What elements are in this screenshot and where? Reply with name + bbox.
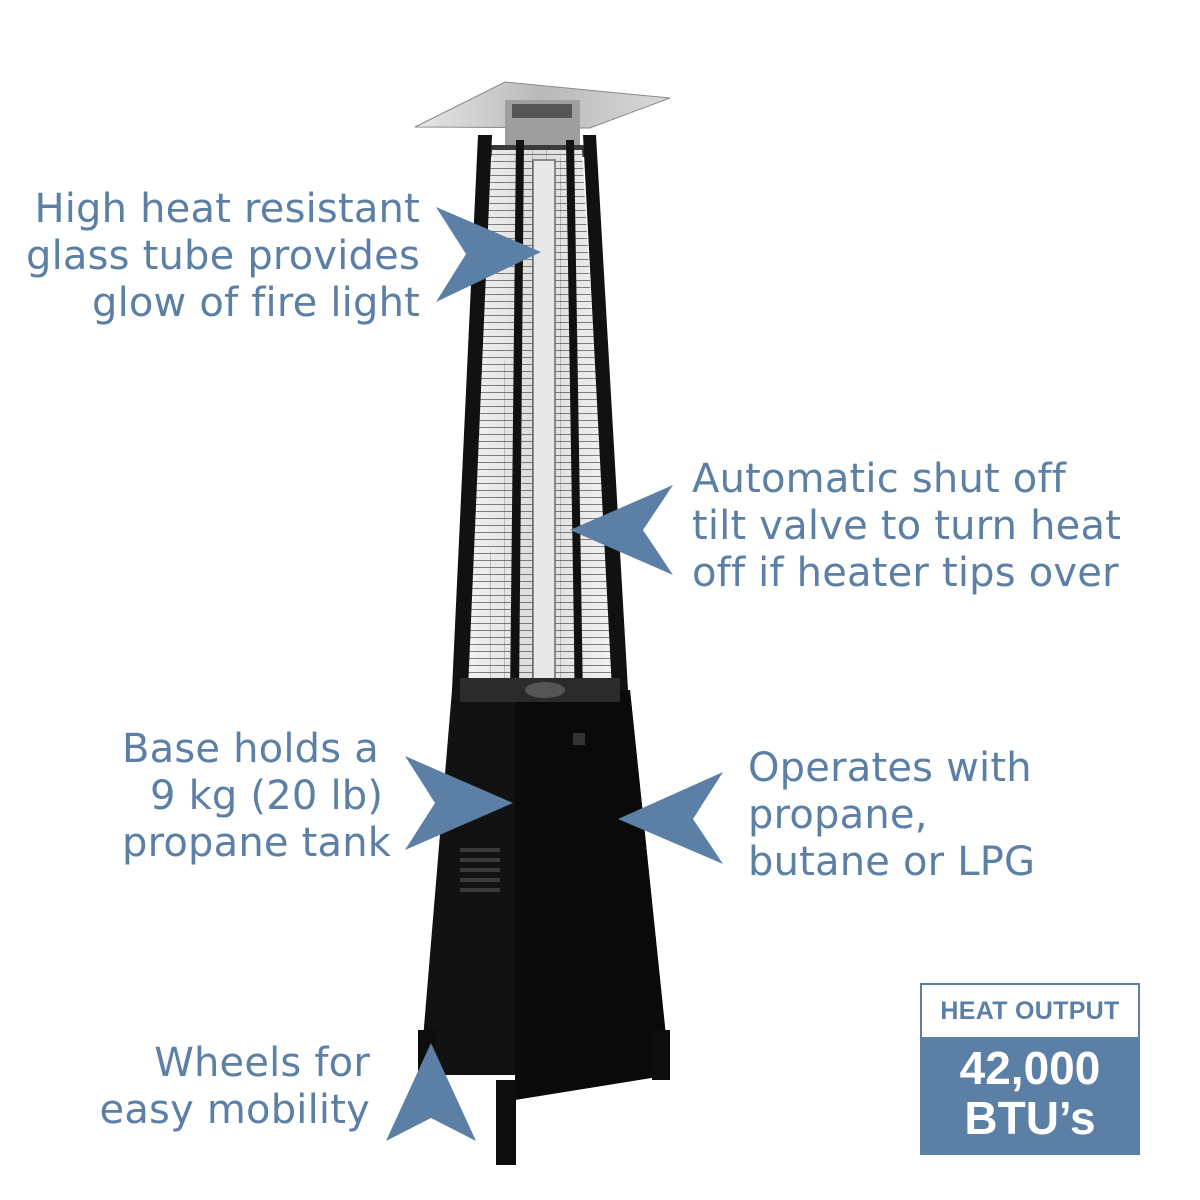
callout-line: tilt valve to turn heat	[692, 503, 1122, 549]
heat-output-value: 42,000 BTU’s	[922, 1037, 1138, 1153]
callout-line: High heat resistant	[34, 186, 420, 232]
wheels-callout: Wheels for easy mobility	[100, 1040, 370, 1134]
fuel-pointer-icon	[618, 772, 723, 864]
base-pointer-icon	[405, 756, 513, 850]
callout-line: Automatic shut off	[692, 456, 1067, 502]
heat-output-badge: HEAT OUTPUT 42,000 BTU’s	[920, 983, 1140, 1155]
wheels-pointer-icon	[386, 1043, 476, 1141]
tilt-valve-callout: Automatic shut off tilt valve to turn he…	[692, 456, 1121, 597]
callout-line: easy mobility	[99, 1087, 370, 1133]
callout-line: propane tank	[122, 820, 392, 866]
heat-output-number: 42,000	[959, 1042, 1101, 1094]
callout-line: Wheels for	[154, 1040, 370, 1086]
fuel-callout: Operates with propane, butane or LPG	[748, 745, 1035, 886]
callout-line: glass tube provides	[25, 233, 420, 279]
callout-line: Operates with	[748, 745, 1032, 791]
heat-output-label: HEAT OUTPUT	[940, 997, 1120, 1025]
callout-line: Base holds a	[122, 726, 379, 772]
callout-line: off if heater tips over	[692, 550, 1119, 596]
heat-output-unit: BTU’s	[964, 1092, 1096, 1144]
callout-line: propane,	[748, 792, 928, 838]
callout-line: 9 kg (20 lb)	[150, 773, 384, 819]
glass-tube-callout: High heat resistant glass tube provides …	[26, 186, 420, 327]
base-callout: Base holds a 9 kg (20 lb) propane tank	[122, 726, 391, 867]
callout-line: butane or LPG	[748, 839, 1036, 885]
glass-tube-pointer-icon	[436, 207, 541, 302]
tilt-valve-pointer-icon	[570, 485, 673, 575]
callout-line: glow of fire light	[91, 280, 420, 326]
